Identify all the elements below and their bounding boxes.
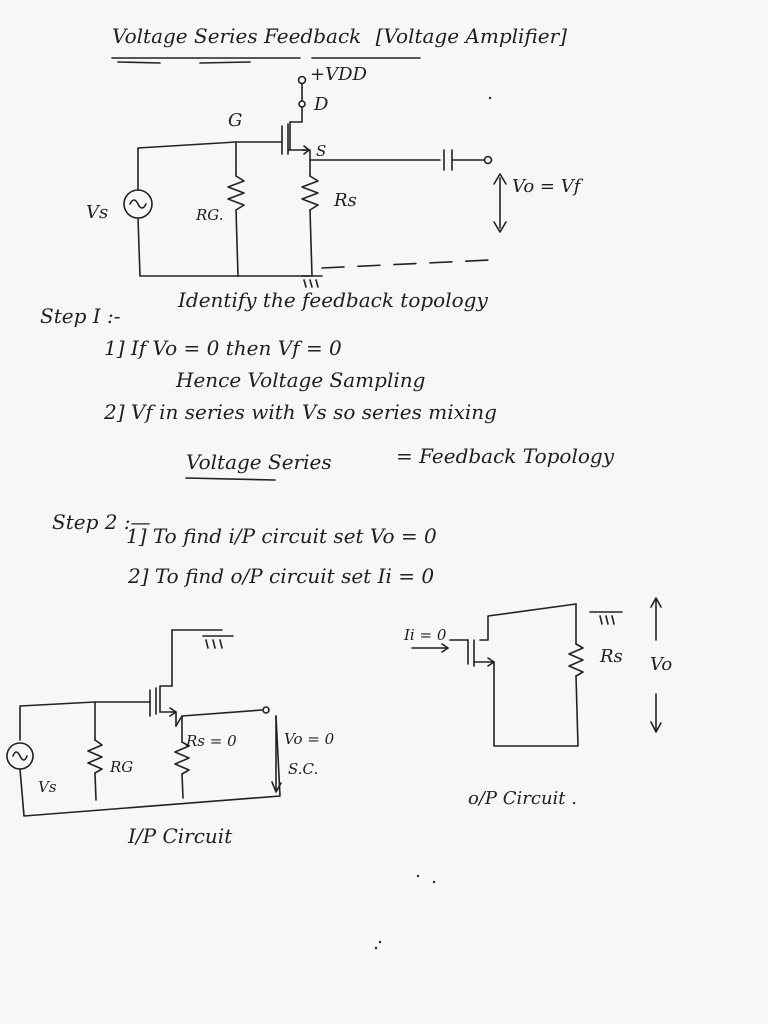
output-ii-label: Ii = 0 — [404, 626, 447, 644]
gate-label: G — [228, 110, 243, 131]
input-circuit-caption: I/P Circuit — [128, 824, 233, 848]
input-vs-label: Vs — [38, 778, 57, 796]
output-circuit-caption: o/P Circuit . — [468, 788, 577, 809]
drain-label: D — [314, 94, 329, 115]
topology-underline — [185, 477, 276, 481]
input-rg-label: RG — [110, 758, 134, 776]
step1-line2: Hence Voltage Sampling — [176, 368, 426, 392]
step2-heading: Step 2 :— — [52, 510, 151, 534]
rs-label: Rs — [334, 190, 357, 211]
step1-text: Identify the feedback topology — [178, 288, 488, 312]
page-title: Voltage Series Feedback [Voltage Amplifi… — [112, 26, 567, 46]
input-rs-label: Rs = 0 — [186, 732, 237, 750]
step1-line1: 1] If Vo = 0 then Vf = 0 — [104, 336, 342, 360]
title-main: Voltage Series Feedback — [112, 24, 362, 48]
output-rs-label: Rs — [600, 646, 623, 667]
vo-label: Vo = Vf — [512, 176, 581, 197]
rg-label: RG. — [196, 206, 224, 224]
vs-label: Vs — [86, 202, 109, 223]
step1-line3: 2] Vf in series with Vs so series mixing — [104, 400, 497, 424]
input-sc-label: S.C. — [288, 760, 319, 778]
vdd-label: +VDD — [310, 64, 367, 85]
step2-line2: 2] To find o/P circuit set Ii = 0 — [128, 564, 435, 588]
main-circuit — [123, 75, 507, 288]
input-vo-label: Vo = 0 — [284, 730, 335, 748]
title-underline — [111, 57, 421, 64]
output-circuit — [411, 597, 662, 747]
topology-rhs: = Feedback Topology — [396, 444, 614, 468]
output-vo-label: Vo — [650, 654, 673, 675]
source-label: S — [316, 142, 327, 160]
input-circuit — [6, 629, 282, 817]
step2-line1: 1] To find i/P circuit set Vo = 0 — [126, 524, 437, 548]
title-sub: [Voltage Amplifier] — [375, 24, 567, 48]
step1-heading: Step I :- — [40, 304, 121, 328]
topology-lhs: Voltage Series — [186, 450, 332, 474]
